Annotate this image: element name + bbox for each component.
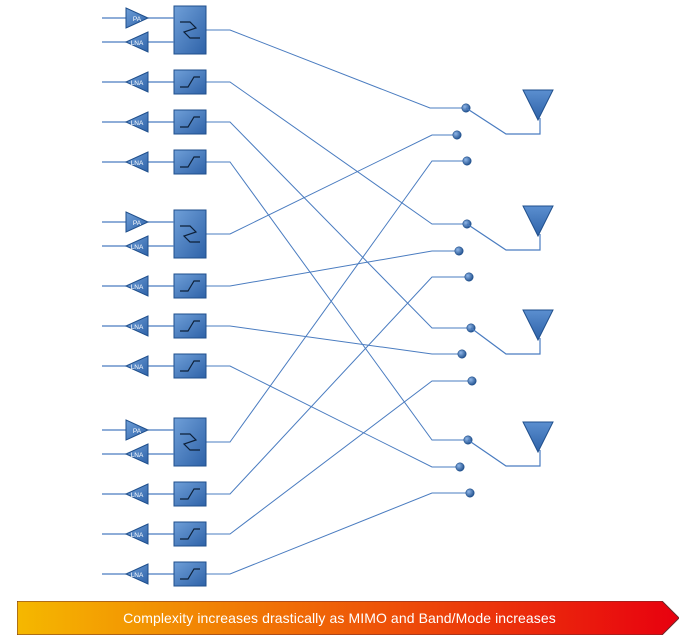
interconnect-wire [206, 365, 460, 468]
signal-chain: LNA [102, 521, 207, 547]
duplexer-block [173, 5, 207, 55]
switch-terminal-dot [454, 246, 464, 256]
lna-amplifier: LNA [124, 111, 149, 133]
pa-amplifier: PA [125, 211, 150, 233]
switch-terminal-dot [467, 376, 477, 386]
filter-block [173, 353, 207, 379]
amplifier-label: LNA [131, 284, 144, 291]
filter-block [173, 69, 207, 95]
antennas [465, 89, 554, 467]
switch-terminal-dot [455, 462, 465, 472]
signal-chains: PA LNA LNA LNA LNA PA LNA LNA LNA LNA PA LNA LNA LNA L… [102, 5, 207, 587]
pa-amplifier: PA [125, 7, 150, 29]
lna-amplifier: LNA [124, 315, 149, 337]
interconnect-wire [206, 81, 467, 225]
pa-amplifier: PA [125, 419, 150, 441]
interconnect-wire [206, 161, 468, 441]
amplifier-label: PA [133, 428, 142, 435]
interconnect-wire [206, 121, 471, 329]
amplifier-label: LNA [131, 452, 144, 459]
amplifier-label: LNA [131, 572, 144, 579]
filter-block [173, 561, 207, 587]
signal-chain: LNA [102, 69, 207, 95]
switch-terminal-dot [462, 156, 472, 166]
signal-chain: LNA [102, 149, 207, 175]
signal-chain: LNA [102, 273, 207, 299]
interconnect-wire [206, 29, 466, 109]
filter-block [173, 481, 207, 507]
switch-terminals [452, 103, 477, 498]
antenna [465, 89, 554, 135]
lna-amplifier: LNA [124, 443, 149, 465]
rf-frontend-diagram: PA LNA LNA LNA LNA PA LNA LNA LNA LNA PA LNA LNA LNA L… [102, 5, 554, 587]
interconnect-wire [206, 250, 459, 287]
filter-block [173, 273, 207, 299]
signal-chain: LNA [102, 313, 207, 339]
signal-chain: LNA [102, 481, 207, 507]
duplexer-block [173, 417, 207, 467]
lna-amplifier: LNA [124, 151, 149, 173]
lna-amplifier: LNA [124, 275, 149, 297]
signal-chain: PA [102, 7, 174, 29]
interconnect-wire [206, 492, 470, 575]
amplifier-label: LNA [131, 40, 144, 47]
amplifier-label: PA [133, 220, 142, 227]
signal-chain: LNA [102, 235, 174, 257]
interconnect-wires [206, 29, 472, 575]
lna-amplifier: LNA [124, 355, 149, 377]
antenna [466, 205, 554, 251]
complexity-banner: Complexity increases drastically as MIMO… [17, 601, 679, 635]
signal-chain: LNA [102, 561, 207, 587]
lna-amplifier: LNA [124, 235, 149, 257]
amplifier-label: LNA [131, 364, 144, 371]
filter-block [173, 109, 207, 135]
lna-amplifier: LNA [124, 483, 149, 505]
amplifier-label: LNA [131, 160, 144, 167]
duplexer-block [173, 209, 207, 259]
interconnect-wire [206, 276, 469, 495]
switch-terminal-dot [452, 130, 462, 140]
interconnect-wire [206, 134, 457, 235]
interconnect-wire [206, 380, 472, 535]
filter-block [173, 149, 207, 175]
banner-arrow-shape [17, 601, 679, 635]
amplifier-label: LNA [131, 244, 144, 251]
amplifier-label: LNA [131, 80, 144, 87]
filter-block [173, 313, 207, 339]
amplifier-label: PA [133, 16, 142, 23]
signal-chain: PA [102, 211, 174, 233]
lna-amplifier: LNA [124, 523, 149, 545]
amplifier-label: LNA [131, 324, 144, 331]
switch-terminal-dot [457, 349, 467, 359]
antenna [470, 309, 554, 355]
amplifier-label: LNA [131, 492, 144, 499]
lna-amplifier: LNA [124, 31, 149, 53]
switch-terminal-dot [465, 488, 475, 498]
signal-chain: LNA [102, 31, 174, 53]
amplifier-label: LNA [131, 532, 144, 539]
banner-text: Complexity increases drastically as MIMO… [123, 610, 556, 626]
amplifier-label: LNA [131, 120, 144, 127]
antenna [467, 421, 554, 467]
filter-block [173, 521, 207, 547]
signal-chain: LNA [102, 109, 207, 135]
signal-chain: PA [102, 419, 174, 441]
signal-chain: LNA [102, 353, 207, 379]
switch-terminal-dot [464, 272, 474, 282]
signal-chain: LNA [102, 443, 174, 465]
interconnect-wire [206, 325, 462, 355]
lna-amplifier: LNA [124, 563, 149, 585]
lna-amplifier: LNA [124, 71, 149, 93]
interconnect-wire [206, 160, 467, 443]
